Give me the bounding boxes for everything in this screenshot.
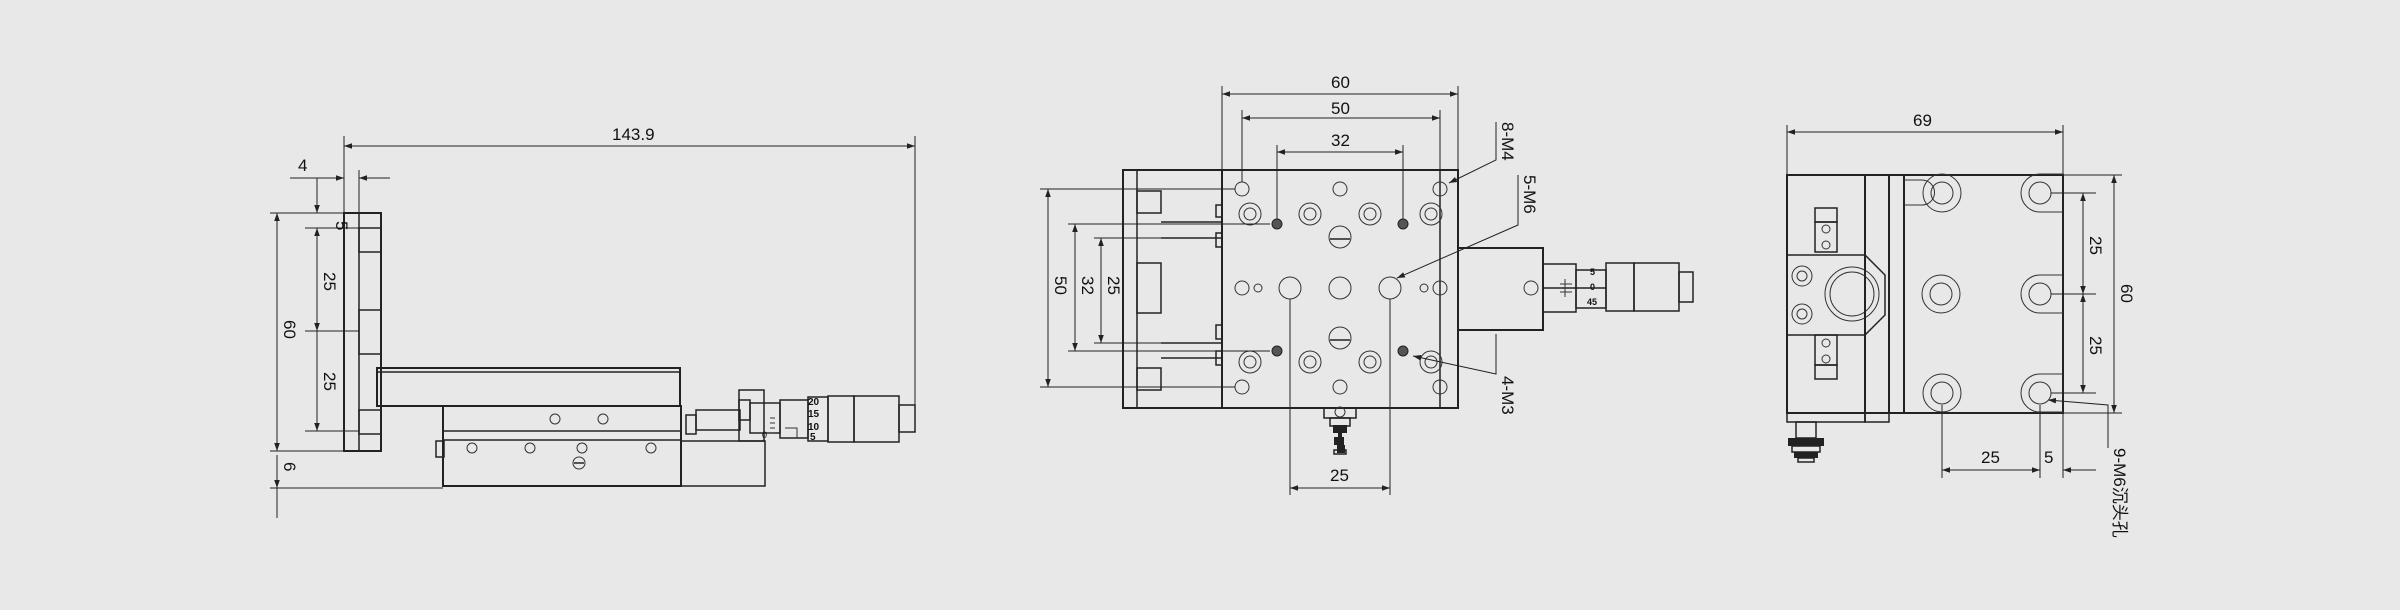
left-stage-body [435,405,682,487]
right-main-plate [1864,173,2064,423]
left-scale-15: 15 [808,409,820,420]
dim-right-bottom-pitch: 25 [1981,448,2000,467]
dim-bottom-offset: 6 [280,462,299,471]
left-scale-20: 20 [808,397,820,408]
center-rail-bracket [1122,169,1223,409]
dim-height-32: 32 [1078,276,1097,295]
center-micrometer: 5 0 45 [1457,247,1694,331]
dim-overall-length: 143.9 [612,125,655,144]
center-scale-5: 5 [1590,267,1595,277]
callout-8-m4: 8-M4 [1498,122,1517,161]
dim-right-bottom-edge: 5 [2044,448,2053,467]
dim-height-50: 50 [1051,276,1070,295]
left-angle-plate [343,212,382,452]
callout-9-m6-cs: 9-M6沉头孔 [2110,448,2129,538]
dim-top-offset: 4 [298,156,307,175]
callout-4-m3: 4-M3 [1498,376,1517,415]
left-scale-0: 0 [762,430,767,440]
dim-pitch-lower: 25 [320,372,339,391]
center-scale-45: 45 [1587,297,1597,307]
left-micrometer: 20 15 10 5 0 [681,389,916,487]
dim-width-60: 60 [1331,73,1350,92]
dim-pitch-upper: 25 [320,272,339,291]
center-scale-0: 0 [1590,282,1595,292]
dim-width-32: 32 [1331,131,1350,150]
dim-width-50: 50 [1331,99,1350,118]
dim-bottom-25: 25 [1330,466,1349,485]
left-scale-5: 5 [810,432,816,443]
left-dimensions: 143.9 4 5 25 25 60 6 [270,125,916,518]
dim-height: 60 [280,320,299,339]
dim-top-margin: 5 [332,221,351,230]
right-view: 69 25 25 60 25 5 9-M6沉头孔 [1786,111,2136,538]
left-horizontal-arm [376,367,681,407]
dim-right-width: 69 [1913,111,1932,130]
dim-height-25: 25 [1104,276,1123,295]
center-top-plate [1221,169,1459,455]
center-dimensions: 60 50 32 50 32 25 25 8-M4 [1040,73,1539,495]
dim-right-height: 60 [2117,284,2136,303]
callout-5-m6: 5-M6 [1520,175,1539,214]
dim-right-pitch-upper: 25 [2086,236,2105,255]
center-view: 5 0 45 60 50 32 [1040,73,1694,495]
dim-right-pitch-lower: 25 [2086,336,2105,355]
left-view: 20 15 10 5 0 143.9 4 [270,125,916,518]
right-side-block [1786,174,1886,463]
right-dimensions: 69 25 25 60 25 5 9-M6沉头孔 [1786,111,2136,538]
left-scale-10: 10 [808,422,820,433]
right-cs-holes [1904,173,2063,413]
